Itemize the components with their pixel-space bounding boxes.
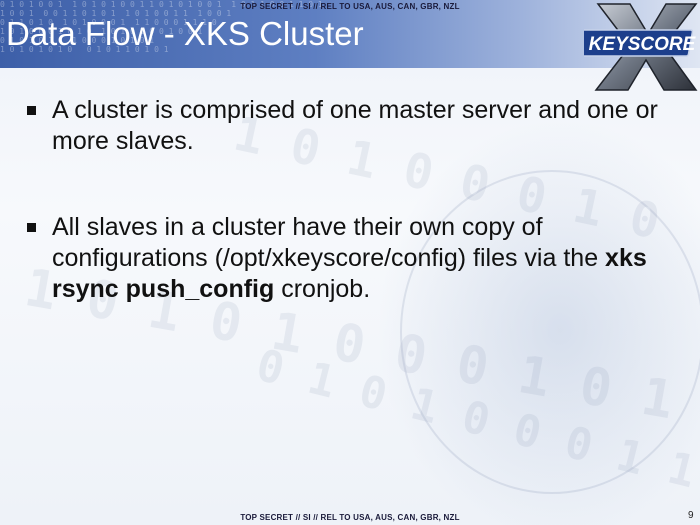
bullet-text: A cluster is comprised of one master ser… <box>52 96 658 155</box>
classification-banner-top: TOP SECRET // SI // REL TO USA, AUS, CAN… <box>240 2 460 11</box>
binary-pattern: 0 1 0 1 0 0 1 1 0 1 0 1 0 0 1 1 0 1 0 1 … <box>0 0 323 54</box>
logo-text: KEYSCORE <box>589 34 697 55</box>
bullet-item: All slaves in a cluster have their own c… <box>27 212 682 305</box>
bullet-text-after: cronjob. <box>274 275 371 303</box>
page-number: 9 <box>688 510 694 521</box>
globe-watermark-icon <box>400 170 700 494</box>
classification-banner-bottom: TOP SECRET // SI // REL TO USA, AUS, CAN… <box>240 513 460 522</box>
square-bullet-icon <box>27 106 36 115</box>
bullet-command: xks rsync push_config <box>52 244 647 303</box>
xkeyscore-logo-icon: KEYSCORE <box>584 3 698 91</box>
bullet-item: A cluster is comprised of one master ser… <box>27 95 682 157</box>
slide-title: Data Flow - XKS Cluster <box>6 15 364 52</box>
logo-band <box>584 29 694 57</box>
bullet-text-before: All slaves in a cluster have their own c… <box>52 213 606 272</box>
square-bullet-icon <box>27 223 36 232</box>
